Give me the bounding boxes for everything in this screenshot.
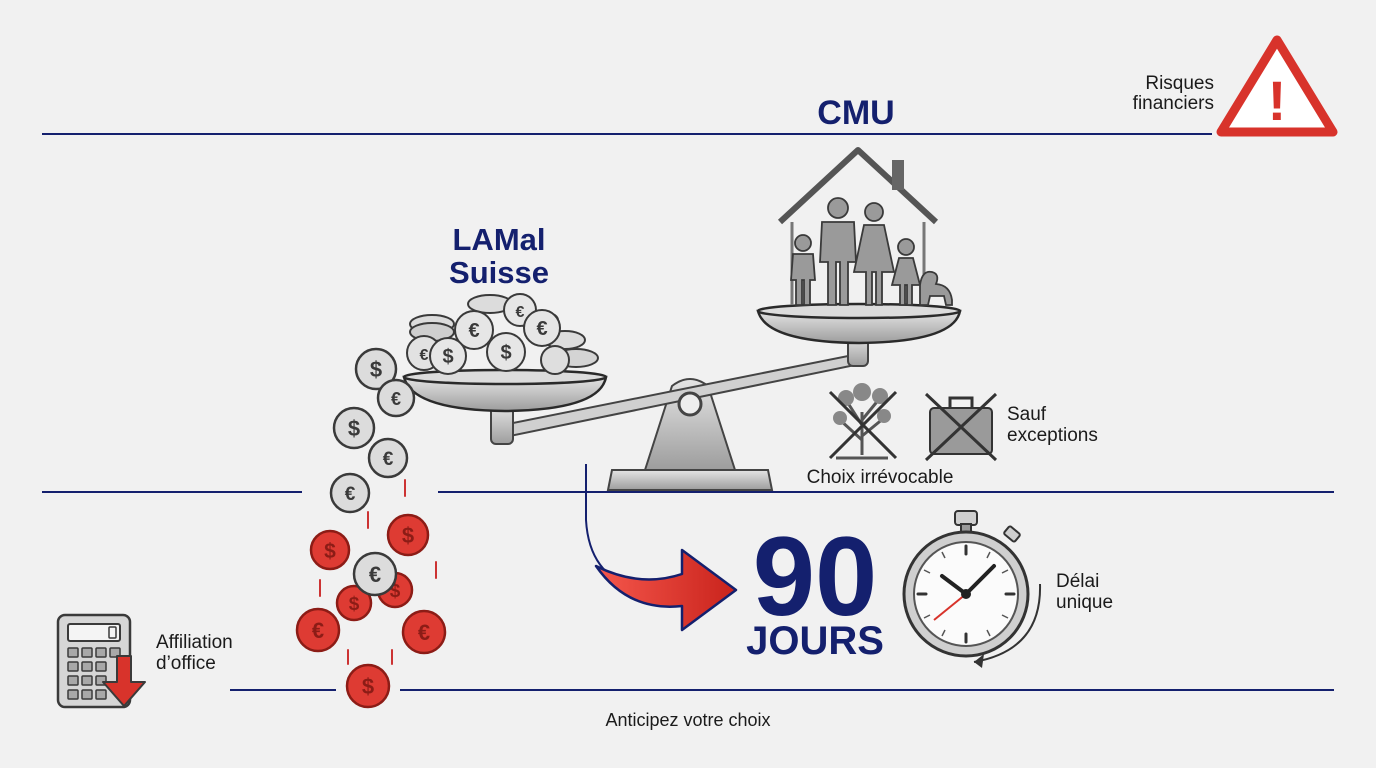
coin-grey: € [367, 437, 409, 479]
svg-text:$: $ [390, 581, 401, 602]
affiliation-label-line2: d’office [156, 653, 216, 674]
svg-text:$: $ [402, 523, 414, 548]
coin-red: $ [345, 663, 391, 709]
left-pan [402, 375, 608, 413]
affiliation-label-line1: Affiliation [156, 632, 233, 653]
warning-mark: ! [1268, 69, 1287, 132]
delai-label-line1: Délai [1056, 571, 1099, 592]
person-body [890, 257, 922, 306]
person-body [852, 224, 896, 306]
sauf-label-line1: Sauf [1007, 404, 1047, 425]
coin-grey: $ [332, 406, 376, 450]
svg-text:$: $ [349, 594, 360, 615]
person-head [864, 202, 884, 222]
svg-text:$: $ [370, 357, 382, 382]
anticipez-caption: Anticipez votre choix [605, 710, 770, 730]
crossed-tree-icon [828, 383, 898, 460]
svg-text:€: € [312, 618, 324, 643]
person-body [819, 221, 857, 306]
lamal-title-line2: Suisse [449, 255, 549, 290]
scale-base [606, 469, 774, 491]
person-head [827, 197, 849, 219]
coin-grey: $ [354, 347, 398, 391]
person-body [790, 253, 816, 306]
person-head [897, 238, 915, 256]
coin-symbol: $ [442, 346, 453, 368]
big-unit: JOURS [746, 619, 884, 663]
svg-text:€: € [391, 389, 401, 409]
coin-symbol: € [536, 318, 547, 340]
big-number: 90 [753, 514, 878, 639]
coin-red: $ [309, 529, 351, 571]
coin-stack-icon [406, 293, 599, 375]
svg-text:€: € [369, 562, 381, 587]
dog [919, 270, 953, 306]
down-arrow-icon [102, 655, 146, 707]
svg-text:$: $ [362, 674, 374, 699]
stopwatch-icon [902, 510, 1042, 668]
red-arrow-icon [594, 548, 738, 632]
person-head [794, 234, 812, 252]
risques-label-line1: Risques [1145, 73, 1214, 94]
coin-red: $ [335, 584, 373, 622]
svg-text:$: $ [324, 540, 336, 563]
coin-symbol: € [420, 347, 429, 364]
coin-grey: € [329, 472, 371, 514]
coin-grey: € [352, 551, 398, 597]
coin-red: $ [386, 513, 430, 557]
sauf-label-line2: exceptions [1007, 425, 1098, 446]
scale-pivot [677, 391, 703, 417]
coin-symbol: € [468, 320, 479, 342]
lamal-title-line1: LAMal [453, 222, 546, 257]
svg-text:€: € [383, 449, 394, 470]
coin-symbol: € [516, 304, 525, 321]
svg-text:$: $ [348, 416, 360, 441]
svg-text:€: € [345, 484, 356, 505]
coin-grey: € [376, 378, 416, 418]
right-pan [756, 309, 962, 345]
risques-label-line2: financiers [1133, 93, 1214, 114]
house-family-icon [777, 147, 953, 306]
calculator-icon [56, 613, 132, 709]
coin-red: € [401, 609, 447, 655]
cmu-title: CMU [817, 94, 894, 132]
coin-stack-symbols: € € € $ $ € [420, 304, 548, 368]
falling-coins: $ € $ € € $ $ $ [295, 347, 447, 709]
warning-triangle-icon: ! [1216, 35, 1338, 137]
svg-text:€: € [418, 620, 430, 645]
delai-label-line2: unique [1056, 592, 1113, 613]
crossed-briefcase-icon [924, 392, 998, 462]
choix-label: Choix irrévocable [807, 467, 954, 488]
divider-lines [42, 133, 1334, 691]
coin-red: € [295, 607, 341, 653]
coin-symbol: $ [500, 342, 511, 364]
